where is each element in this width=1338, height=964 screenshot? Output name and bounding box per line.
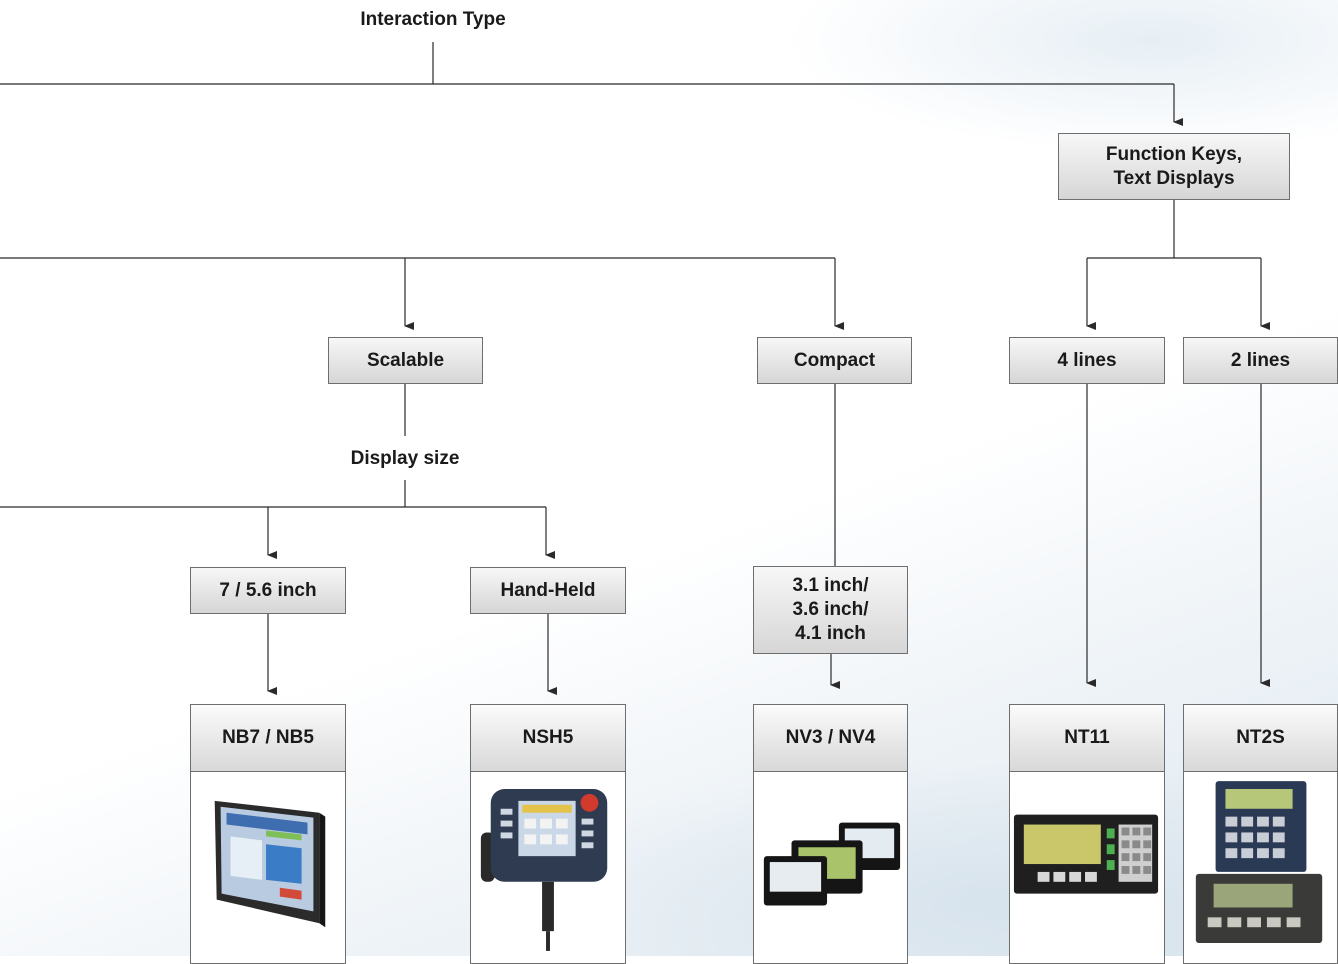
small-size-box[interactable]: 3.1 inch/ 3.6 inch/ 4.1 inch [753,566,908,654]
4-lines-box[interactable]: 4 lines [1009,337,1165,384]
handheld-terminal-image [480,789,608,951]
2-lines-box[interactable]: 2 lines [1183,337,1338,384]
function-keys-box[interactable]: Function Keys, Text Displays [1058,133,1290,200]
keypad-text-terminal-image [1013,814,1159,894]
touch-panel-image [214,800,326,928]
scalable-box[interactable]: Scalable [328,337,483,384]
product-card-nt11[interactable]: NT11 [1009,704,1165,964]
compact-display-image [763,822,901,906]
interaction-type-label: Interaction Type [360,9,506,30]
product-name: NV3 / NV4 [754,705,907,772]
product-card-nb7[interactable]: NB7 / NB5 [190,704,346,964]
product-card-nt2s[interactable]: NT2S [1183,704,1338,964]
7-inch-box[interactable]: 7 / 5.6 inch [190,567,346,614]
display-size-label: Display size [350,448,460,469]
product-name: NSH5 [471,705,625,772]
product-card-nv[interactable]: NV3 / NV4 [753,704,908,964]
product-name: NT11 [1010,705,1164,772]
compact-box[interactable]: Compact [757,337,912,384]
product-name: NT2S [1184,705,1337,772]
product-card-nsh5[interactable]: NSH5 [470,704,626,964]
product-name: NB7 / NB5 [191,705,345,772]
hand-held-box[interactable]: Hand-Held [470,567,626,614]
small-text-terminal-image [1195,781,1323,944]
